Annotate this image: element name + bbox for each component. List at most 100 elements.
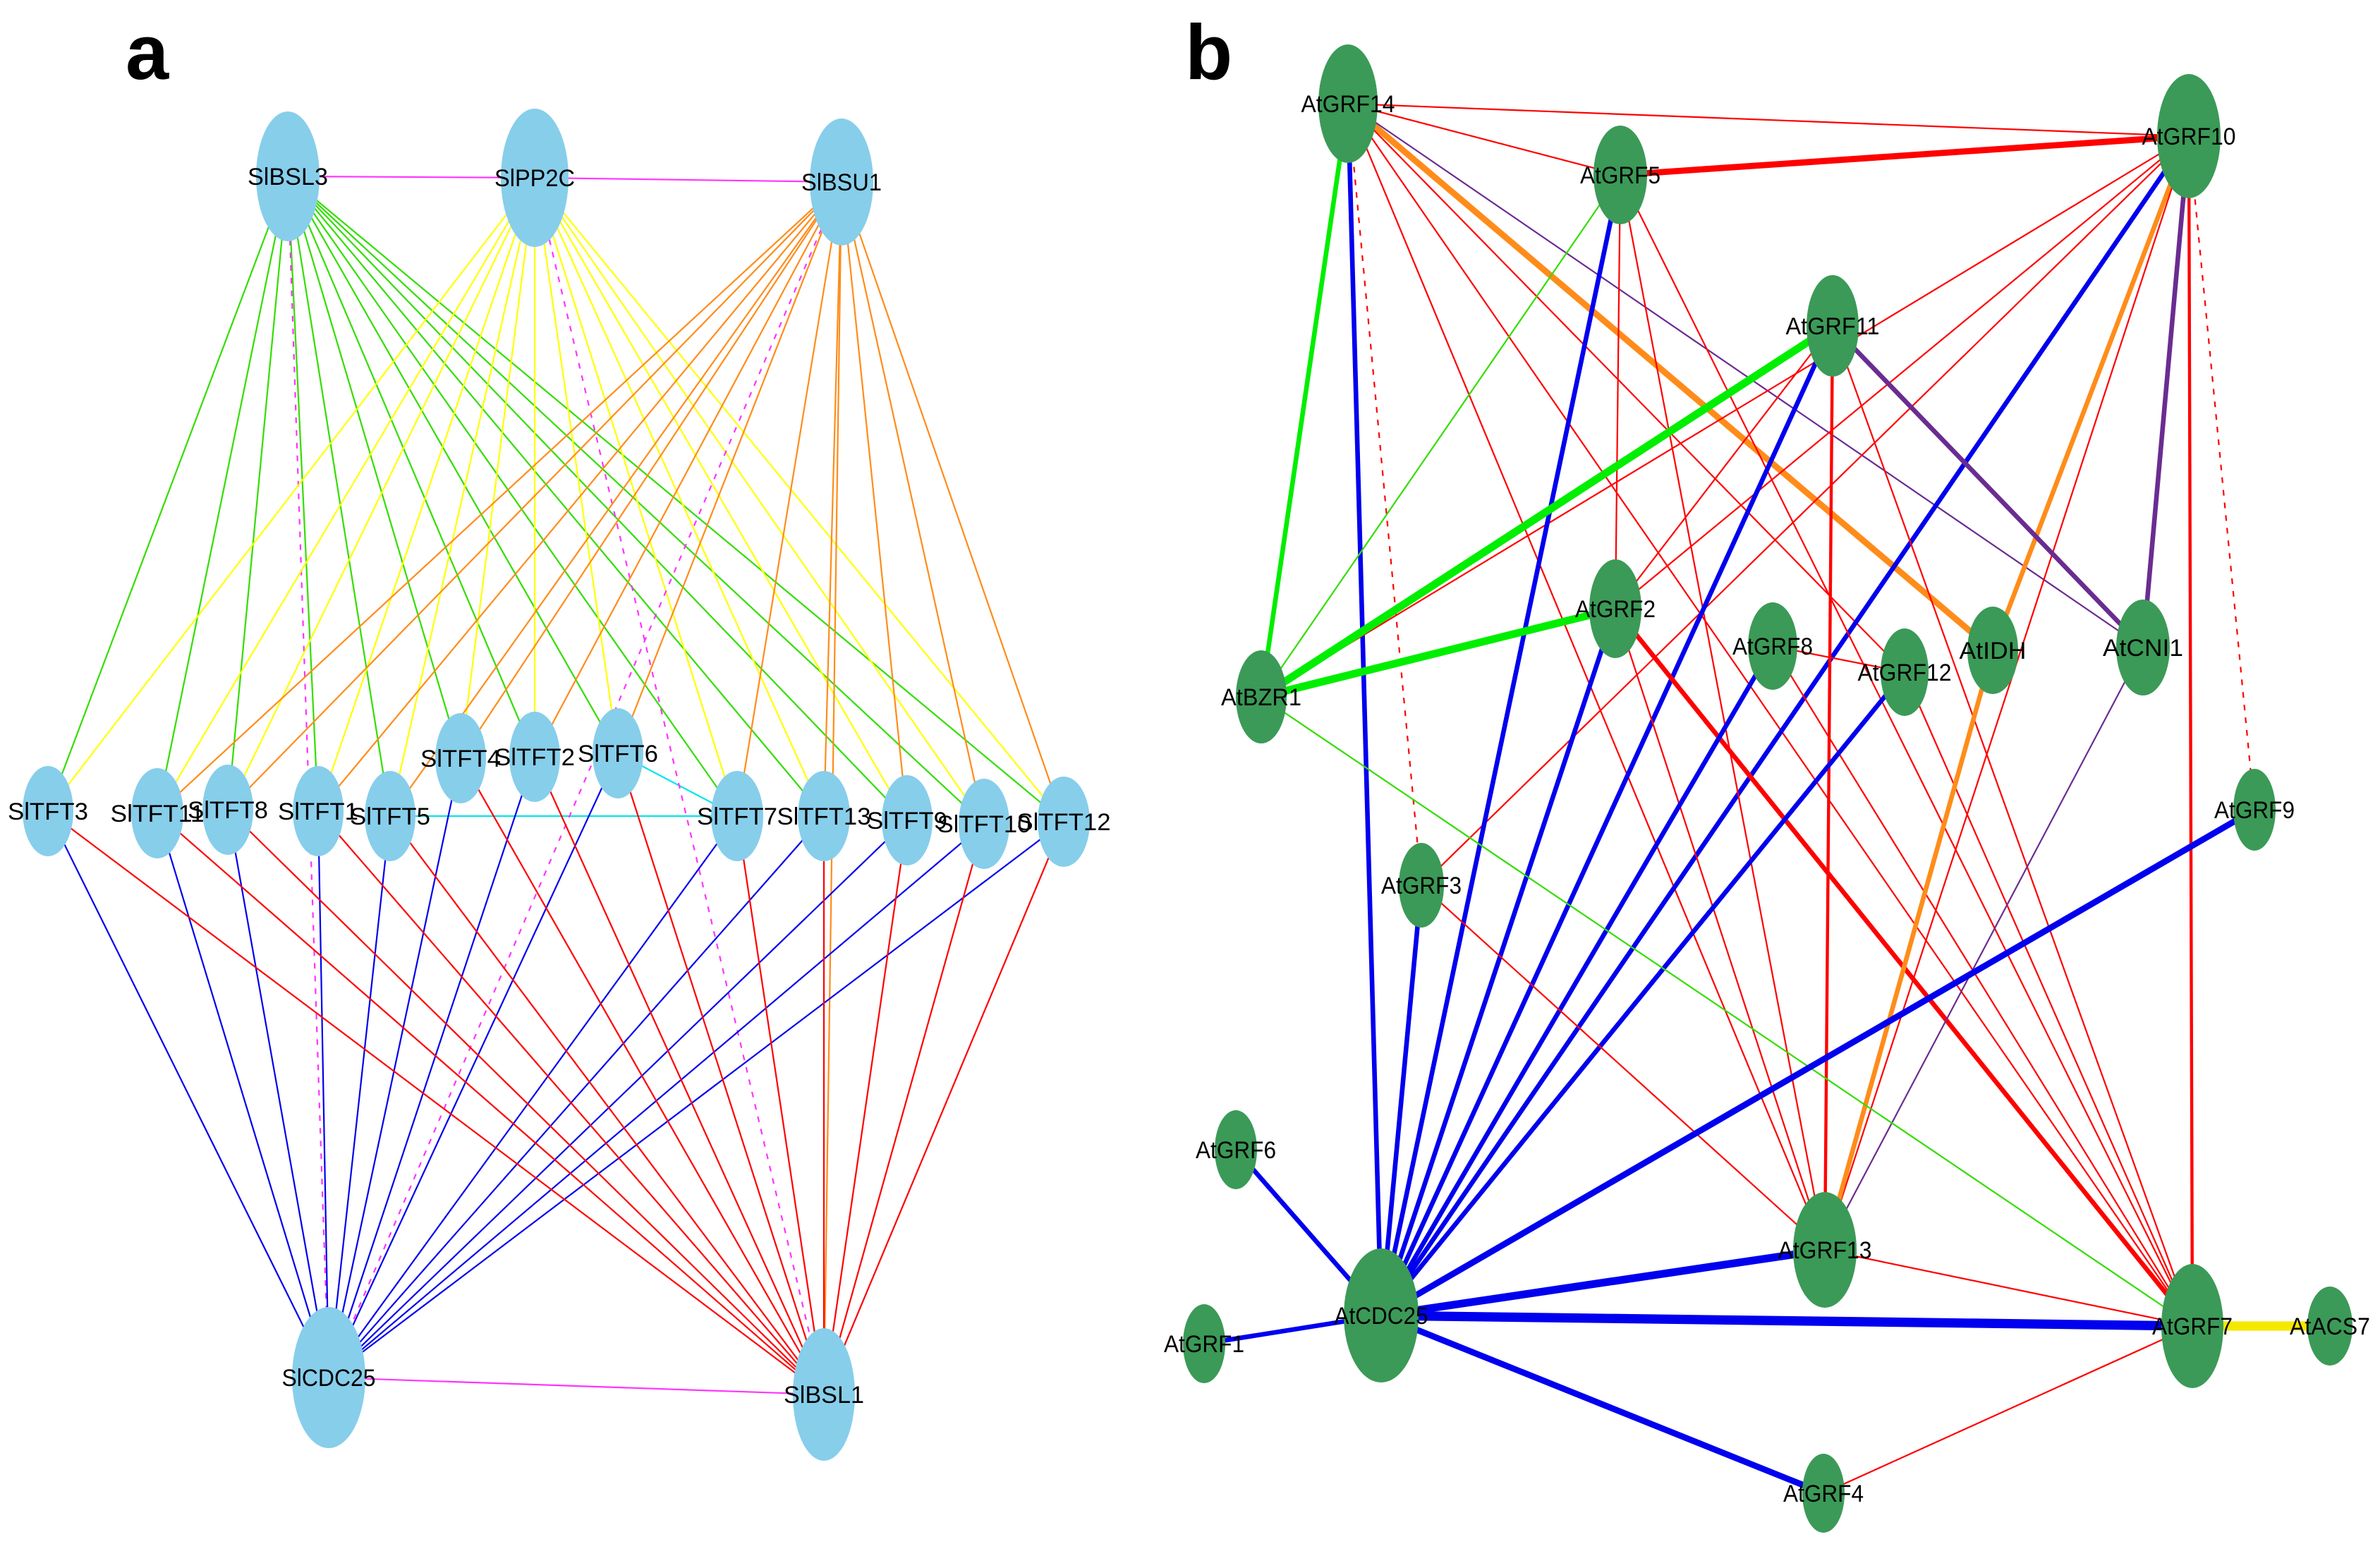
edge-atgrf14-atgrf13 <box>1347 103 1826 1251</box>
edge-atgrf14-atidh <box>1346 101 1995 653</box>
node-atgrf12: AtGRF12 <box>1858 628 1952 716</box>
node-atgrf8: AtGRF8 <box>1732 602 1813 690</box>
node-atgrf7: AtGRF7 <box>2152 1264 2233 1388</box>
node-shape-slcdc25 <box>292 1307 365 1448</box>
node-shape-atgrf2 <box>1589 559 1641 658</box>
node-shape-sltft7 <box>711 771 763 861</box>
edge-slbsl3-sltft7 <box>287 176 738 817</box>
edge-atgrf14-atgrf7 <box>1347 103 2193 1327</box>
node-label-sltft2: SlTFT2 <box>494 744 575 771</box>
edge-slcdc25-sltft3 <box>47 810 329 1378</box>
node-shape-sltft4 <box>435 713 486 803</box>
node-label-sltft12: SlTFT12 <box>1017 809 1111 836</box>
edge-atgrf10-atgrf3 <box>1421 135 2190 886</box>
edge-slpp2c-sltft6 <box>533 177 619 754</box>
edge-atcdc25-atgrf4 <box>1380 1312 1825 1497</box>
edge-slpp2c-sltft5 <box>389 177 536 817</box>
node-shape-slbsl3 <box>256 111 320 241</box>
node-shape-slpp2c <box>501 109 569 247</box>
node-label-atgrf6: AtGRF6 <box>1196 1137 1276 1164</box>
node-shape-sltft9 <box>882 775 933 865</box>
edge-atgrf2-atbzr1 <box>1260 604 1617 701</box>
edge-atgrf10-atidh <box>1990 135 2192 652</box>
edge-slbsl3-sltft6 <box>287 176 619 754</box>
edge-atgrf10-atcdc25 <box>1379 135 2191 1317</box>
edge-atgrf10-atbzr1 <box>1261 135 2190 698</box>
node-sltft1: SlTFT1 <box>278 766 358 856</box>
edge-slbsl1-sltft1 <box>317 810 825 1395</box>
node-sltft8: SlTFT8 <box>188 765 268 855</box>
edge-slbsl1-sltft7 <box>736 815 825 1395</box>
node-label-slpp2c: SlPP2C <box>494 165 575 192</box>
node-shape-sltft12 <box>1038 777 1090 867</box>
edge-slcdc25-sltft12 <box>328 821 1064 1378</box>
edge-atgrf14-atgrf12 <box>1347 103 1905 673</box>
node-shape-sltft10 <box>959 779 1009 869</box>
node-label-slbsl1: SlBSL1 <box>784 1382 864 1409</box>
edge-atgrf14-atgrf3 <box>1347 103 1423 886</box>
panel-b-nodes: AtGRF14AtGRF5AtGRF10AtGRF11AtGRF2AtGRF8A… <box>1164 44 2370 1533</box>
node-shape-atgrf6 <box>1215 1110 1257 1189</box>
edge-atgrf2-atgrf13 <box>1614 608 1826 1251</box>
edge-slbsu1-sltft12 <box>840 181 1065 822</box>
node-label-sltft5: SlTFT5 <box>350 803 430 830</box>
edge-slpp2c-sltft9 <box>534 177 908 821</box>
edge-atcni1-atgrf13 <box>1824 647 2144 1251</box>
edge-slcdc25-sltft6 <box>328 753 619 1378</box>
edge-slcdc25-sltft2 <box>327 756 536 1378</box>
node-shape-atgrf10 <box>2157 74 2221 198</box>
edge-slbsl1-sltft8 <box>227 809 825 1395</box>
node-atgrf3: AtGRF3 <box>1381 843 1462 928</box>
node-atacs7: AtACS7 <box>2290 1287 2370 1366</box>
node-sltft11: SlTFT11 <box>111 768 205 858</box>
node-atgrf13: AtGRF13 <box>1778 1192 1872 1308</box>
node-atgrf14: AtGRF14 <box>1301 44 1395 163</box>
node-slpp2c: SlPP2C <box>494 109 575 247</box>
node-shape-sltft6 <box>593 708 643 798</box>
edge-slcdc25-slbsl1 <box>328 1376 825 1396</box>
node-shape-slbsu1 <box>810 118 873 245</box>
node-atgrf6: AtGRF6 <box>1196 1110 1276 1189</box>
edge-atbzr1-atgrf7 <box>1261 696 2193 1327</box>
panel-b: b AtGRF14AtGRF5AtGRF10AtGRF11AtGRF2AtGRF… <box>1164 9 2370 1533</box>
node-label-atgrf3: AtGRF3 <box>1381 873 1462 899</box>
edge-slcdc25-sltft8 <box>226 809 330 1378</box>
node-label-sltft7: SlTFT7 <box>697 803 777 830</box>
node-atidh: AtIDH <box>1960 607 2027 694</box>
node-shape-sltft11 <box>131 768 183 858</box>
node-sltft12: SlTFT12 <box>1017 777 1111 867</box>
node-label-atacs7: AtACS7 <box>2290 1313 2370 1340</box>
edge-slbsl1-sltft12 <box>822 821 1065 1395</box>
edge-slpp2c-sltft7 <box>533 177 739 817</box>
node-label-sltft1: SlTFT1 <box>278 798 358 825</box>
node-shape-atgrf3 <box>1399 843 1444 928</box>
edge-slbsl3-slpp2c <box>287 175 535 179</box>
node-atcni1: AtCNI1 <box>2103 600 2183 695</box>
edge-slpp2c-sltft12 <box>534 177 1064 822</box>
edge-slbsl1-sltft2 <box>533 756 825 1395</box>
node-label-sltft10: SlTFT10 <box>937 811 1031 838</box>
node-atgrf9: AtGRF9 <box>2214 769 2295 851</box>
node-shape-atidh <box>1967 607 2018 694</box>
edge-slpp2c-sltft8 <box>227 177 535 810</box>
edge-slpp2c-sltft10 <box>534 177 985 825</box>
edge-slpp2c-sltft13 <box>533 177 825 817</box>
edge-slbsl3-sltft3 <box>47 176 289 812</box>
node-label-atgrf13: AtGRF13 <box>1778 1237 1872 1264</box>
node-label-atgrf9: AtGRF9 <box>2214 797 2295 824</box>
edge-atgrf14-atgrf10 <box>1347 102 2190 138</box>
node-sltft5: SlTFT5 <box>350 771 430 861</box>
node-atcdc25: AtCDC25 <box>1335 1248 1428 1382</box>
edge-atgrf2-atcdc25 <box>1378 607 1618 1317</box>
edge-atgrf10-atgrf7 <box>2187 135 2194 1327</box>
node-label-atgrf5: AtGRF5 <box>1580 162 1660 189</box>
edge-slbsl1-sltft4 <box>460 758 825 1395</box>
edge-slbsl1-sltft11 <box>157 813 825 1395</box>
node-label-sltft13: SlTFT13 <box>777 803 871 830</box>
node-shape-atgrf13 <box>1793 1192 1857 1308</box>
edge-slbsu1-sltft8 <box>227 181 842 810</box>
edge-slbsu1-sltft4 <box>460 181 842 759</box>
edge-slpp2c-sltft1 <box>317 177 536 812</box>
